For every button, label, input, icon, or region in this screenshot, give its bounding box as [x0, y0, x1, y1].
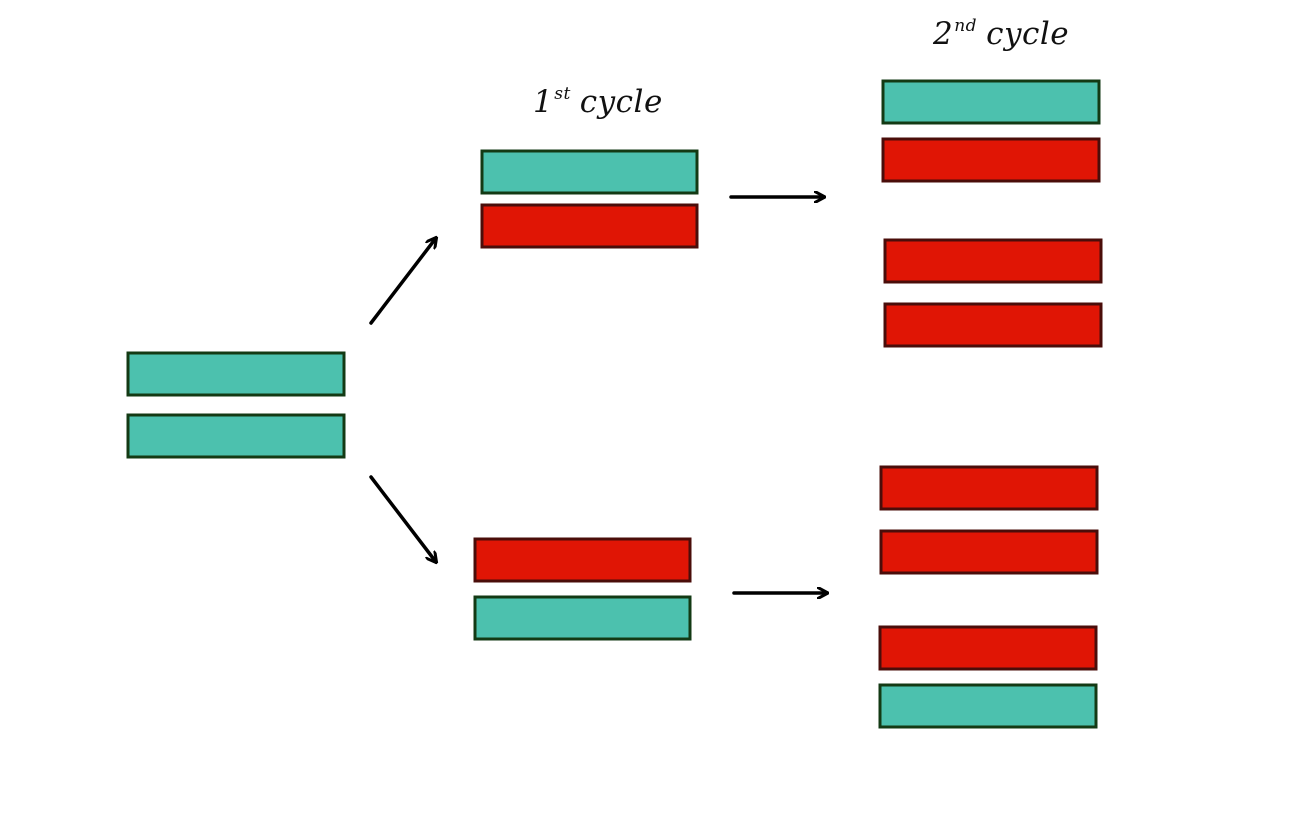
arrow-layer	[369, 197, 827, 593]
parental-strand	[881, 79, 1101, 125]
dna-molecule-cycle2-bottom-a	[879, 465, 1099, 575]
cycle-1-ordinal: st	[554, 84, 571, 104]
dna-molecule-cycle2-top-b	[883, 238, 1103, 348]
dna-molecule-cycle1-bottom	[473, 537, 692, 641]
parental-strand	[126, 351, 346, 397]
parental-strand	[126, 413, 346, 459]
cycle-2-ordinal: nd	[954, 16, 978, 36]
cycle-2-number: 2	[933, 16, 954, 52]
new-strand	[879, 465, 1099, 511]
arrow-down-right	[369, 475, 436, 562]
dna-molecule-original	[126, 351, 346, 459]
cycle-1-number: 1	[533, 84, 554, 120]
arrow-up-right	[369, 238, 436, 325]
parental-strand	[473, 595, 692, 641]
dna-molecule-cycle2-bottom-b	[878, 625, 1098, 729]
parental-strand	[878, 683, 1098, 729]
new-strand	[883, 238, 1103, 284]
new-strand	[879, 529, 1099, 575]
cycle-1-word: cycle	[579, 84, 663, 120]
parental-strand	[480, 149, 699, 195]
new-strand	[878, 625, 1098, 671]
strand-layer	[126, 79, 1103, 729]
cycle-2-word: cycle	[986, 16, 1070, 52]
new-strand	[480, 203, 699, 249]
new-strand	[881, 137, 1101, 183]
new-strand	[473, 537, 692, 583]
dna-molecule-cycle1-top	[480, 149, 699, 249]
new-strand	[883, 302, 1103, 348]
dna-molecule-cycle2-top-a	[881, 79, 1101, 183]
